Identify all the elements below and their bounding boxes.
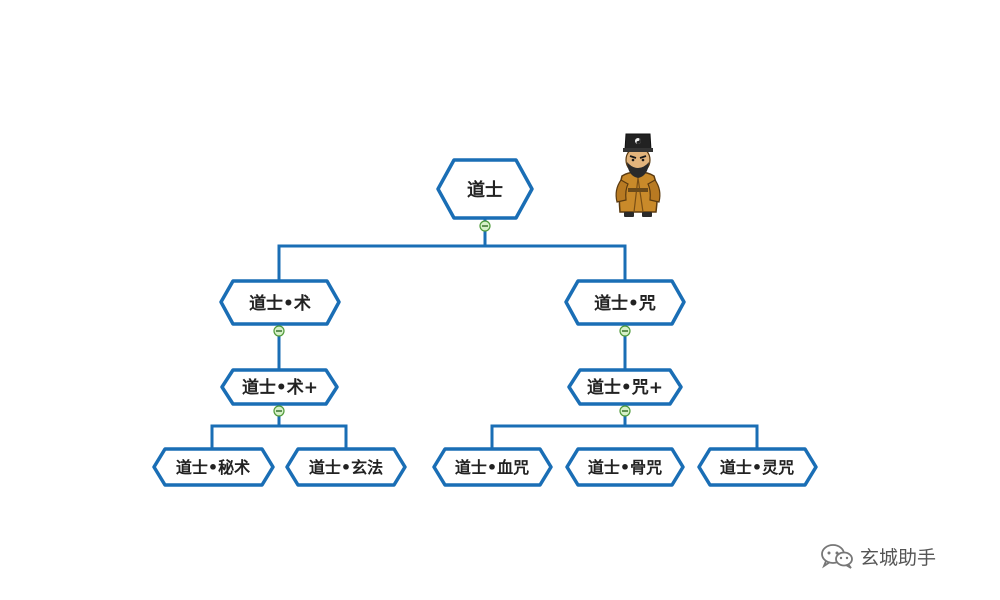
watermark-text: 玄城助手	[860, 546, 937, 569]
node-mishu-label: 道士•秘术	[176, 458, 250, 477]
node-zhou-plus[interactable]: 道士•咒+	[567, 368, 683, 406]
node-mishu[interactable]: 道士•秘术	[152, 447, 275, 487]
node-zhou-plus-label: 道士•咒+	[587, 377, 663, 398]
node-guzhou[interactable]: 道士•骨咒	[565, 447, 685, 487]
node-root[interactable]: 道士	[436, 158, 534, 220]
wechat-icon	[821, 544, 853, 569]
node-guzhou-label: 道士•骨咒	[588, 458, 662, 477]
watermark: 玄城助手	[820, 540, 936, 572]
node-root-label: 道士	[467, 179, 503, 201]
node-xuezhou[interactable]: 道士•血咒	[432, 447, 553, 487]
node-shu-plus[interactable]: 道士•术+	[220, 368, 339, 406]
node-zhou[interactable]: 道士•咒	[564, 279, 686, 326]
node-shu[interactable]: 道士•术	[219, 279, 341, 326]
collapse-toggle-zhou[interactable]	[619, 325, 631, 337]
collapse-toggle-shu-plus[interactable]	[273, 405, 285, 417]
node-lingzhou[interactable]: 道士•灵咒	[697, 447, 818, 487]
node-zhou-label: 道士•咒	[594, 293, 656, 314]
collapse-toggle-shu[interactable]	[273, 325, 285, 337]
node-lingzhou-label: 道士•灵咒	[720, 458, 794, 477]
connectors	[210, 218, 759, 449]
node-xuanfa-label: 道士•玄法	[309, 458, 383, 477]
node-shu-plus-label: 道士•术+	[242, 377, 318, 398]
node-shu-label: 道士•术	[249, 293, 311, 314]
connector-root	[277, 218, 627, 283]
collapse-toggle-zhou-plus[interactable]	[619, 405, 631, 417]
node-xuezhou-label: 道士•血咒	[455, 458, 529, 477]
node-xuanfa[interactable]: 道士•玄法	[285, 447, 407, 487]
taoist-priest-icon	[615, 133, 661, 217]
collapse-toggle-root[interactable]	[479, 220, 491, 232]
